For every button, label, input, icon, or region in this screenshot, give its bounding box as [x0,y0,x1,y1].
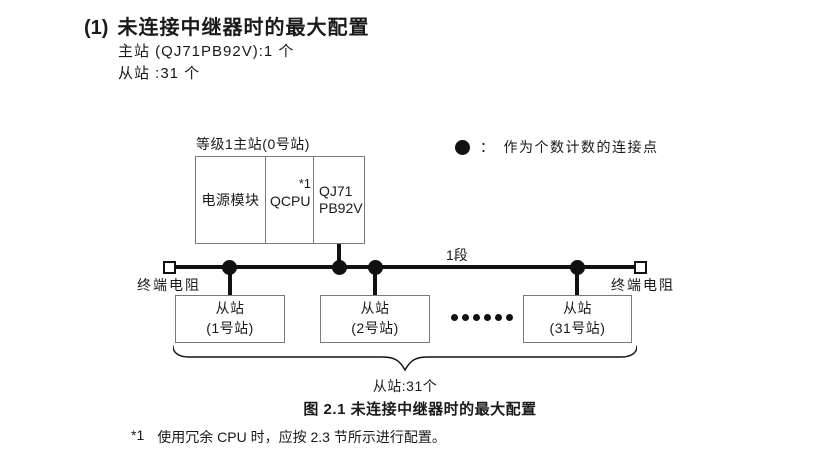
legend-text: 作为个数计数的连接点 [503,139,659,155]
connection-point-icon [455,139,470,155]
figure-caption: 图 2.1 未连接中继器时的最大配置 [303,401,537,418]
slave-count-label: 从站:31个 [372,378,438,394]
footnote-text: 使用冗余 CPU 时，应按 2.3 节所示进行配置。 [157,429,446,445]
power-module-cell: 电源模块 [196,157,266,243]
slave-station-number: (1号站) [206,320,254,336]
network-module-cell: QJ71 PB92V [314,157,364,243]
brace-icon [173,345,637,372]
connection-point-dot [570,260,585,275]
footnote-marker: *1 [131,427,145,443]
ellipsis-dot [495,314,502,321]
slave1-drop-line [228,267,232,295]
ellipsis-dots [451,314,513,321]
terminating-resistor-left-label: 终端电阻 [137,277,201,293]
segment-label: 1段 [446,247,468,263]
slave-station-number: (2号站) [351,320,399,336]
section-number: (1) [84,17,109,39]
master-spec-line: 主站 (QJ71PB92V):1 个 [118,43,295,60]
legend: ： 作为个数计数的连接点 [455,137,659,157]
slave-label: 从站 [360,300,390,317]
cpu-label: QCPU [270,193,311,209]
connection-point-dot [222,260,237,275]
slave-station-number: (31号站) [549,320,606,336]
ellipsis-dot [451,314,458,321]
terminating-resistor-right-icon [634,261,647,274]
slave-station-1-box: 从站 (1号站) [175,295,285,343]
slave2-drop-line [373,267,377,295]
ellipsis-dot [506,314,513,321]
footnote: *1 使用冗余 CPU 时，应按 2.3 节所示进行配置。 [131,427,446,447]
slave-station-31-box: 从站 (31号站) [523,295,632,343]
slave-spec-line: 从站 :31 个 [118,65,201,82]
slave-station-2-box: 从站 (2号站) [320,295,430,343]
terminating-resistor-right-label: 终端电阻 [611,277,675,293]
cpu-cell: *1 QCPU [266,157,314,243]
ellipsis-dot [484,314,491,321]
bus-line [170,265,641,269]
footnote-reference: *1 [298,176,311,191]
section-heading: (1) 未连接中继器时的最大配置 [84,11,369,40]
slave-label: 从站 [563,300,592,317]
network-module-name-line1: QJ71 [319,182,353,199]
slave31-drop-line [575,267,579,295]
terminating-resistor-left-icon [163,261,176,274]
section-title: 未连接中继器时的最大配置 [117,17,370,39]
connection-point-dot [332,260,347,275]
master-station-label: 等级1主站(0号站) [196,136,310,152]
master-station-box: 电源模块 *1 QCPU QJ71 PB92V [195,156,365,244]
ellipsis-dot [462,314,469,321]
ellipsis-dot [473,314,480,321]
slave-label: 从站 [215,300,245,317]
network-module-name-line2: PB92V [319,200,363,216]
legend-separator: ： [480,139,496,155]
connection-point-dot [368,260,383,275]
master-drop-line [337,244,341,267]
